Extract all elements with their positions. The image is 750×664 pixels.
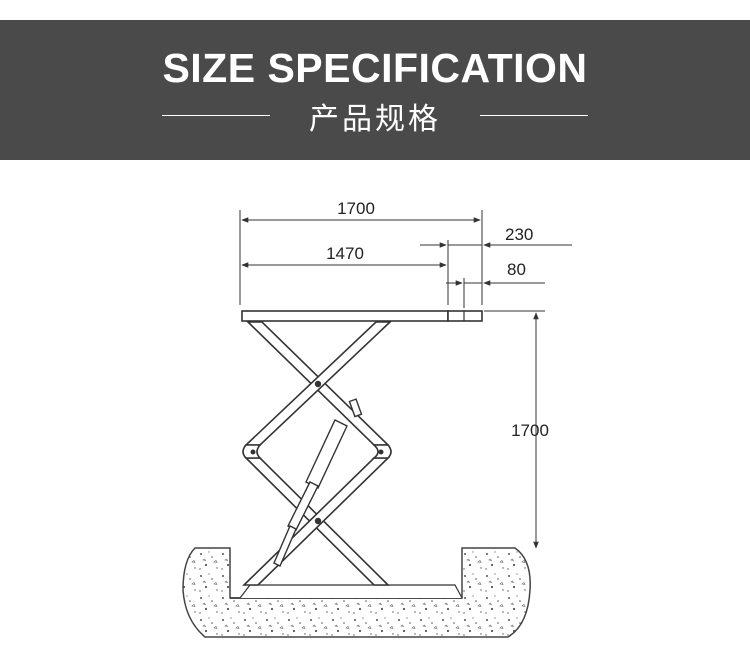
pivot-pins [250,380,384,525]
dimension-label-platform: 1470 [326,244,364,263]
dimension-label-total: 1700 [337,199,375,218]
dimension-platform-length [241,240,449,305]
divider-right [480,115,588,116]
dimension-label-gap: 80 [507,260,526,279]
page-title: SIZE SPECIFICATION [162,45,588,91]
foundation-pit [182,547,531,638]
platform-top [241,310,483,322]
dimension-gap [446,278,545,308]
dimension-lift-height [484,310,545,549]
dimension-label-height: 1700 [511,421,549,440]
hydraulic-cylinder [273,398,363,567]
divider-left [162,115,270,116]
header-banner [0,20,750,160]
page-subtitle: 产品规格 [309,102,441,137]
dimension-label-extension: 230 [505,225,533,244]
scissor-arms [242,321,393,586]
dimension-total-length [239,210,483,305]
